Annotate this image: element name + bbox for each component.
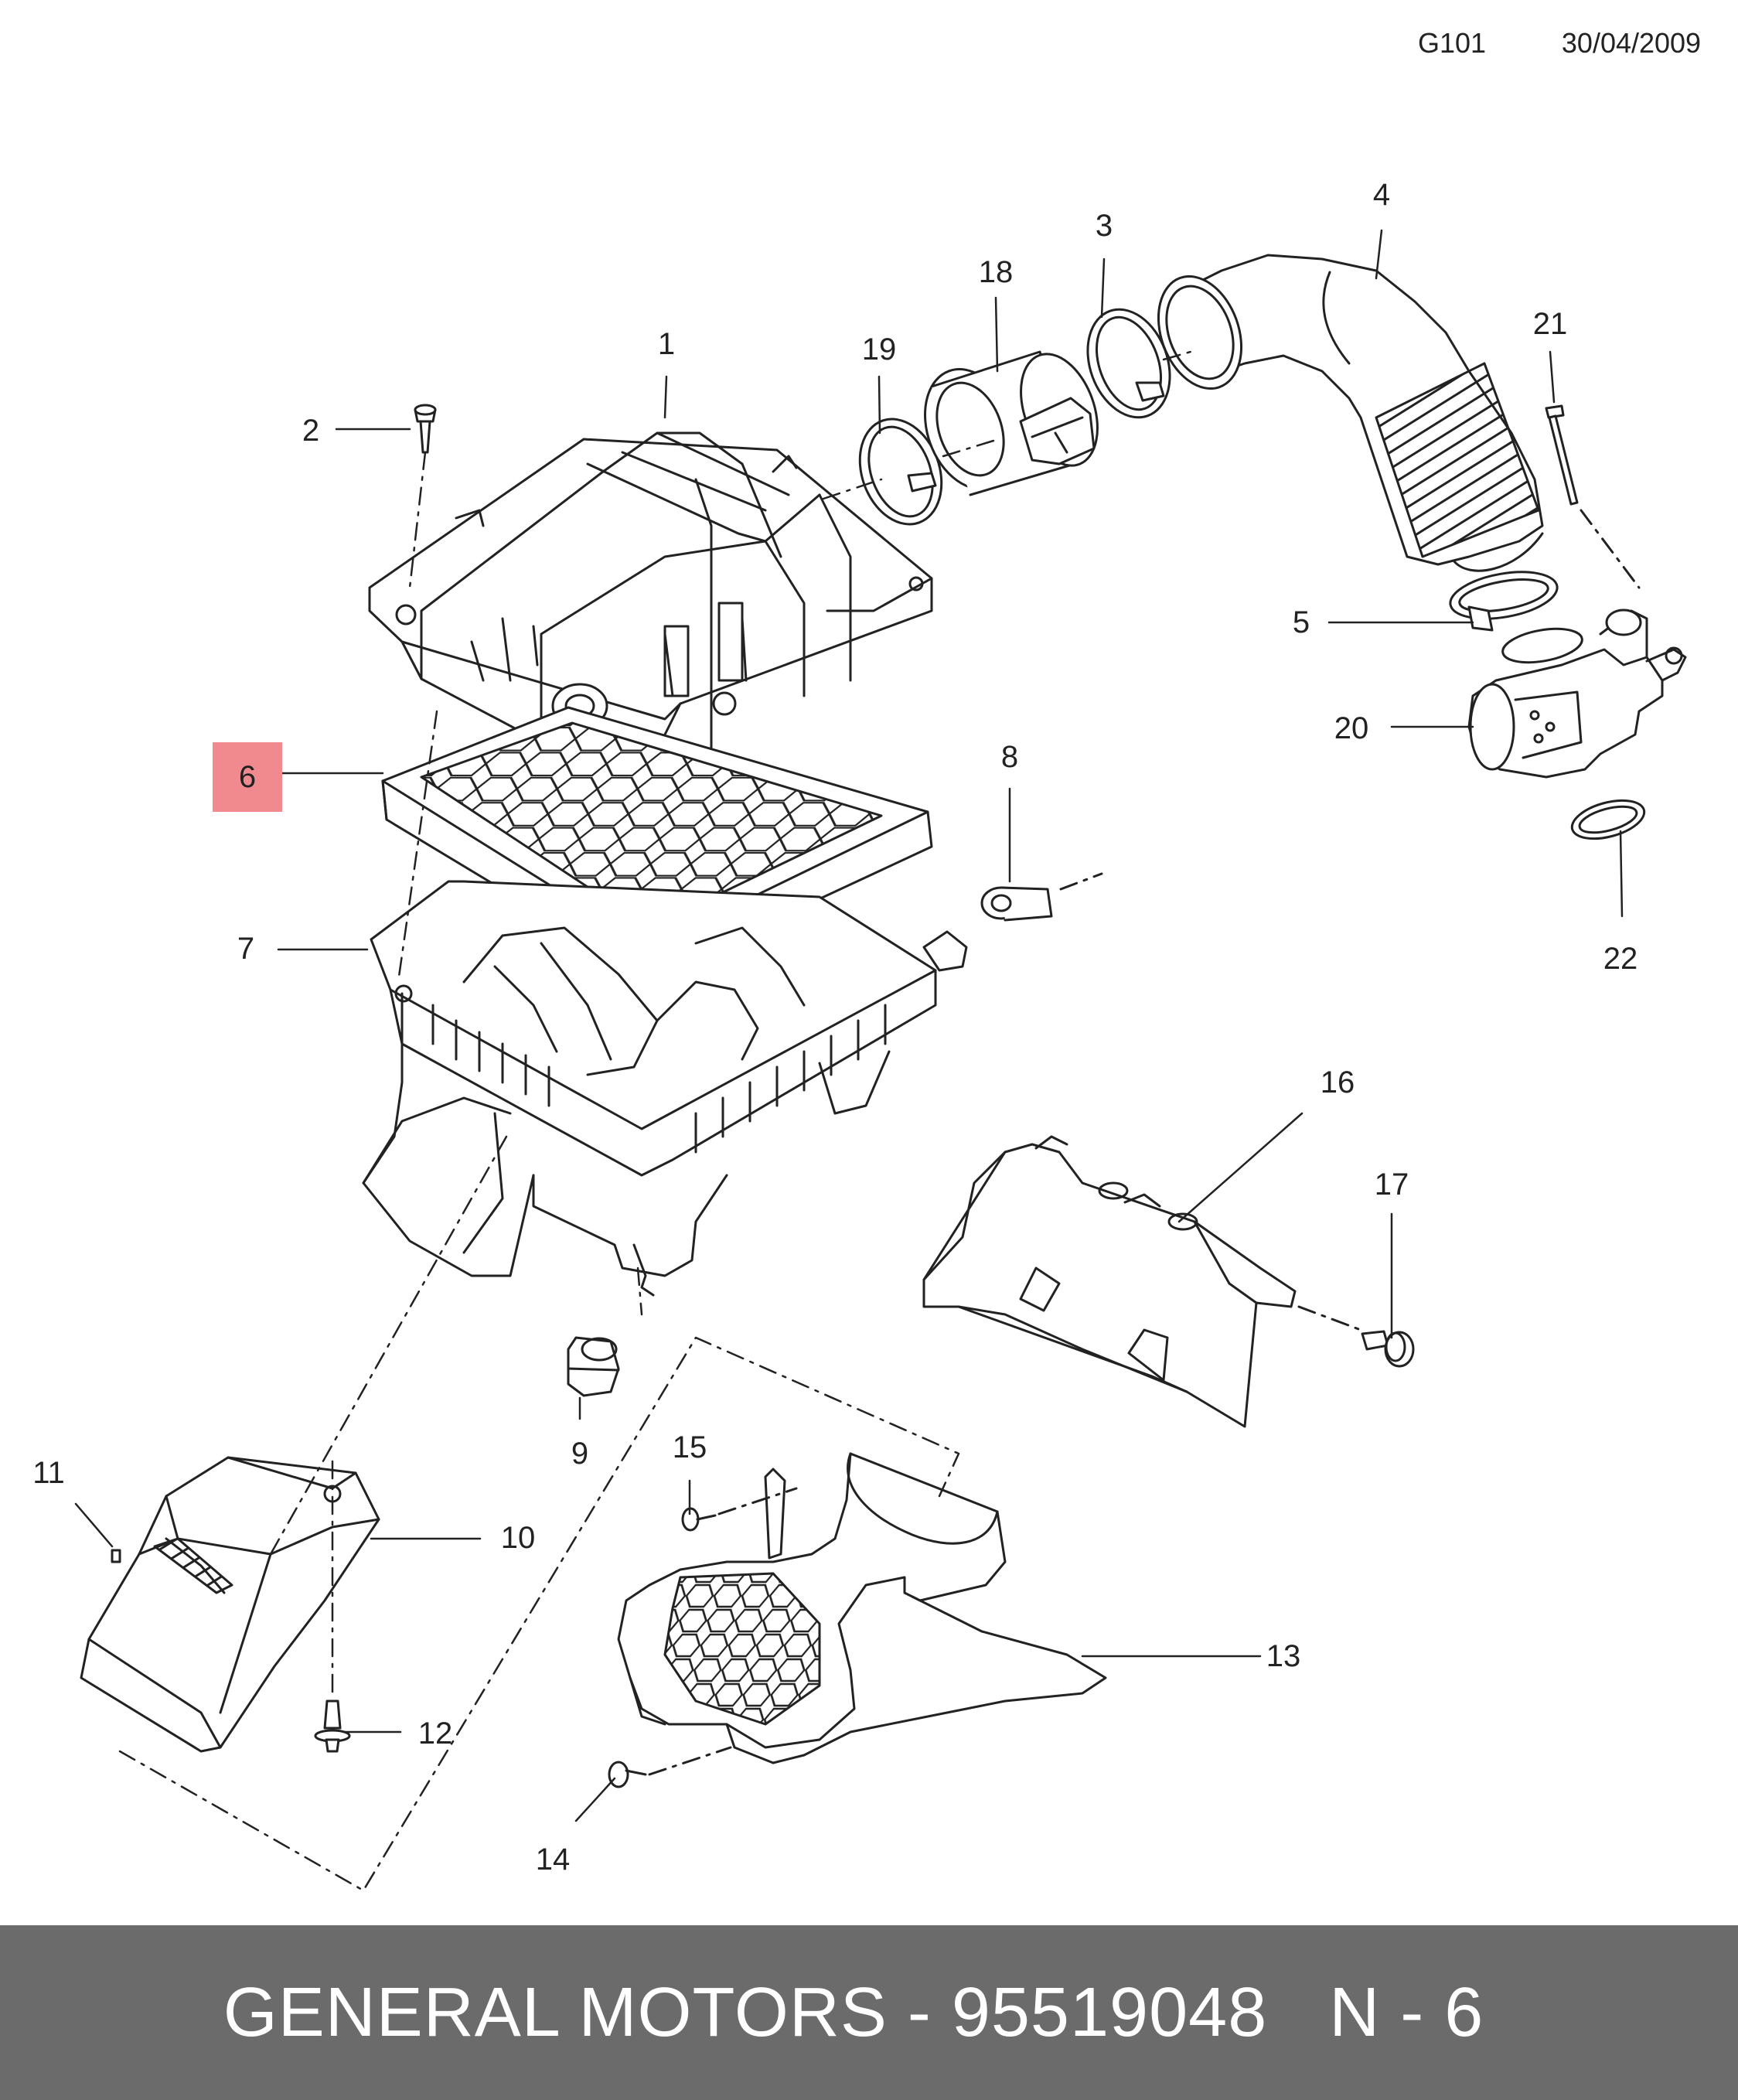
callout-9: 9 — [571, 1437, 588, 1471]
clamp-part-3 — [1086, 308, 1171, 419]
callout-3: 3 — [1096, 209, 1113, 243]
maf-sensor-part — [924, 350, 1099, 496]
footer-part-number: GENERAL MOTORS - 95519048 — [223, 1973, 1268, 2051]
callout-1: 1 — [658, 327, 675, 361]
intake-duct-part — [80, 1456, 380, 1753]
callout-18: 18 — [979, 255, 1014, 289]
screw-part-15 — [681, 1487, 798, 1532]
clip-part-17 — [1361, 1330, 1415, 1368]
lower-housing-part — [362, 880, 968, 1297]
callout-5: 5 — [1293, 605, 1310, 639]
upper-housing-part — [368, 431, 933, 779]
callout-8: 8 — [1001, 740, 1018, 774]
grommet-part-9 — [567, 1336, 620, 1397]
callout-20: 20 — [1334, 711, 1369, 745]
intake-hose-part — [1157, 254, 1544, 572]
footer-bar: GENERAL MOTORS - 95519048 N - 6 — [0, 1925, 1738, 2100]
resonator-part — [617, 1452, 1107, 1764]
callout-19: 19 — [862, 332, 897, 366]
heat-shield-part — [922, 1135, 1362, 1428]
diagram-code: G101 — [1418, 27, 1486, 59]
callout-6-highlight — [213, 742, 282, 812]
callout-2: 2 — [302, 414, 319, 448]
bolt-part-2 — [414, 404, 437, 454]
footer-position: N - 6 — [1329, 1973, 1484, 2051]
callout-11: 11 — [32, 1456, 65, 1490]
callout-10: 10 — [501, 1521, 536, 1555]
callout-22: 22 — [1603, 942, 1638, 976]
clamp-part-5 — [1449, 571, 1559, 632]
assembly-lines — [118, 350, 1192, 1892]
callout-7: 7 — [237, 932, 254, 966]
grommet-part-8 — [980, 872, 1103, 922]
callout-21: 21 — [1533, 307, 1568, 341]
diagram-date: 30/04/2009 — [1562, 27, 1701, 59]
clamp-part-19 — [858, 418, 943, 526]
callouts: 1 2 3 4 5 6 7 8 9 10 11 12 13 14 15 16 1… — [32, 178, 1637, 1877]
throttle-body-part — [1467, 609, 1687, 779]
callout-14: 14 — [536, 1843, 571, 1877]
callout-15: 15 — [673, 1430, 707, 1464]
leader-lines — [74, 229, 1624, 1822]
callout-6: 6 — [239, 760, 256, 794]
callout-16: 16 — [1321, 1065, 1355, 1099]
bolt-part-21 — [1545, 404, 1641, 589]
screw-part-14 — [608, 1746, 732, 1788]
callout-12: 12 — [418, 1716, 453, 1751]
callout-4: 4 — [1373, 178, 1390, 212]
callout-13: 13 — [1266, 1639, 1301, 1673]
clip-part-12 — [314, 1699, 351, 1753]
seal-ring-part — [1570, 799, 1646, 840]
callout-17: 17 — [1375, 1168, 1409, 1202]
